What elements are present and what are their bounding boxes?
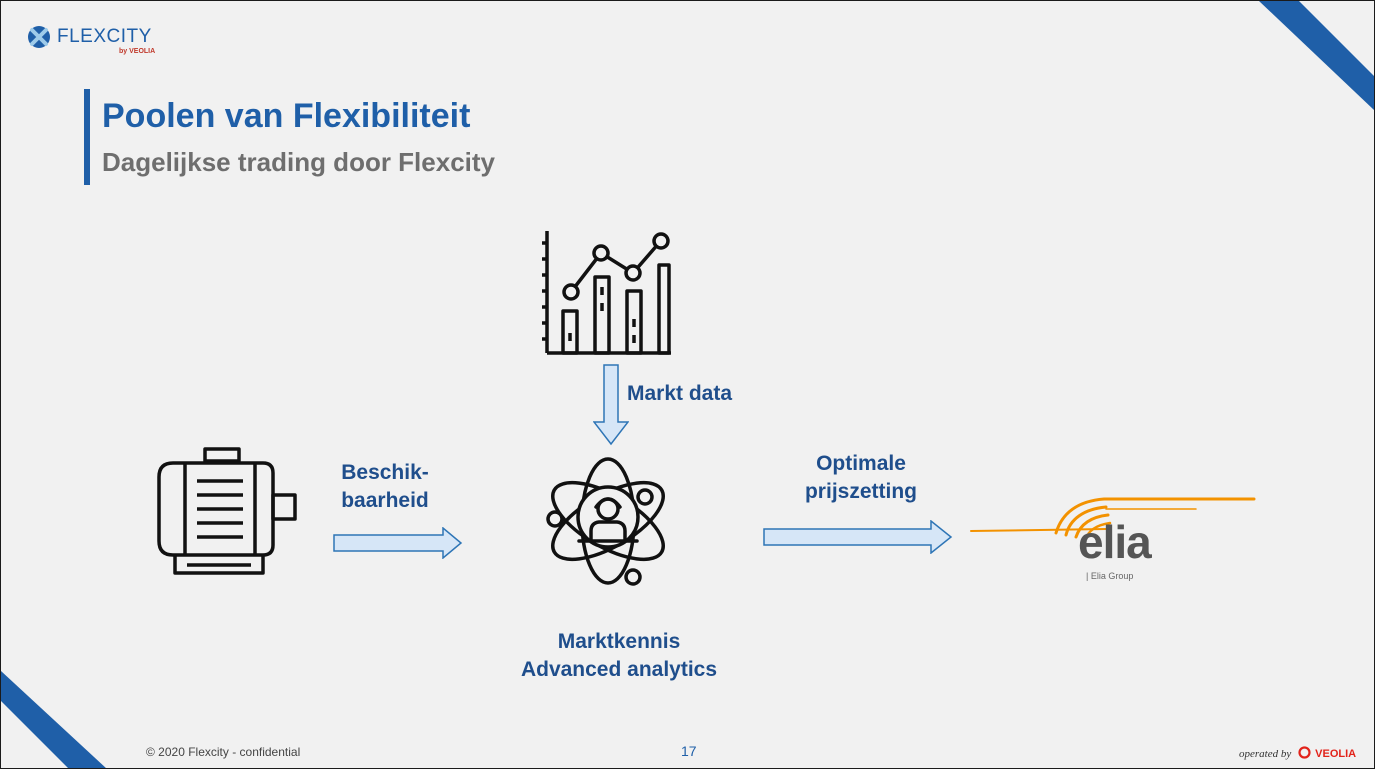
veolia-icon xyxy=(1298,746,1311,759)
corner-decoration-top-right xyxy=(1259,1,1374,111)
title-accent-bar xyxy=(84,89,90,185)
page-title: Poolen van Flexibiliteit xyxy=(102,97,471,135)
operated-by-veolia: operated by VEOLIA xyxy=(1239,744,1356,762)
logo-sub: by VEOLIA xyxy=(119,48,156,55)
flexcity-logo-icon xyxy=(28,26,50,48)
label-availability-line2: baarheid xyxy=(341,489,429,512)
label-knowledge-line2: Advanced analytics xyxy=(520,658,718,681)
label-pricing-line2: prijszetting xyxy=(804,480,917,503)
label-knowledge-line1: Marktkennis xyxy=(557,630,681,653)
arrow-right-pricing xyxy=(763,520,953,554)
arrow-down xyxy=(593,364,629,446)
analytics-person-icon xyxy=(546,457,665,586)
label-availability: Beschik- baarheid xyxy=(319,459,451,515)
elia-group-label: | Elia Group xyxy=(1086,571,1134,581)
chart-icon xyxy=(542,231,671,355)
label-knowledge: Marktkennis Advanced analytics xyxy=(489,628,749,684)
elia-wordmark: elia xyxy=(1078,516,1152,568)
label-market-data: Markt data xyxy=(627,382,733,405)
label-availability-line1: Beschik- xyxy=(341,461,429,484)
elia-logo: elia | Elia Group xyxy=(966,489,1266,589)
arrow-right-availability xyxy=(333,527,463,559)
veolia-wordmark: VEOLIA xyxy=(1315,748,1357,760)
label-pricing: Optimale prijszetting xyxy=(781,450,941,506)
label-pricing-line1: Optimale xyxy=(816,452,906,475)
logo-name: FLEXCITY xyxy=(57,26,152,47)
page-number: 17 xyxy=(681,743,697,759)
operated-by-text: operated by xyxy=(1239,748,1292,760)
footer-copyright: © 2020 Flexcity - confidential xyxy=(146,745,301,759)
motor-icon xyxy=(157,447,297,575)
elia-swoosh-icon xyxy=(970,497,1256,541)
page-subtitle: Dagelijkse trading door Flexcity xyxy=(102,147,495,177)
corner-decoration-bottom-left xyxy=(1,671,106,768)
